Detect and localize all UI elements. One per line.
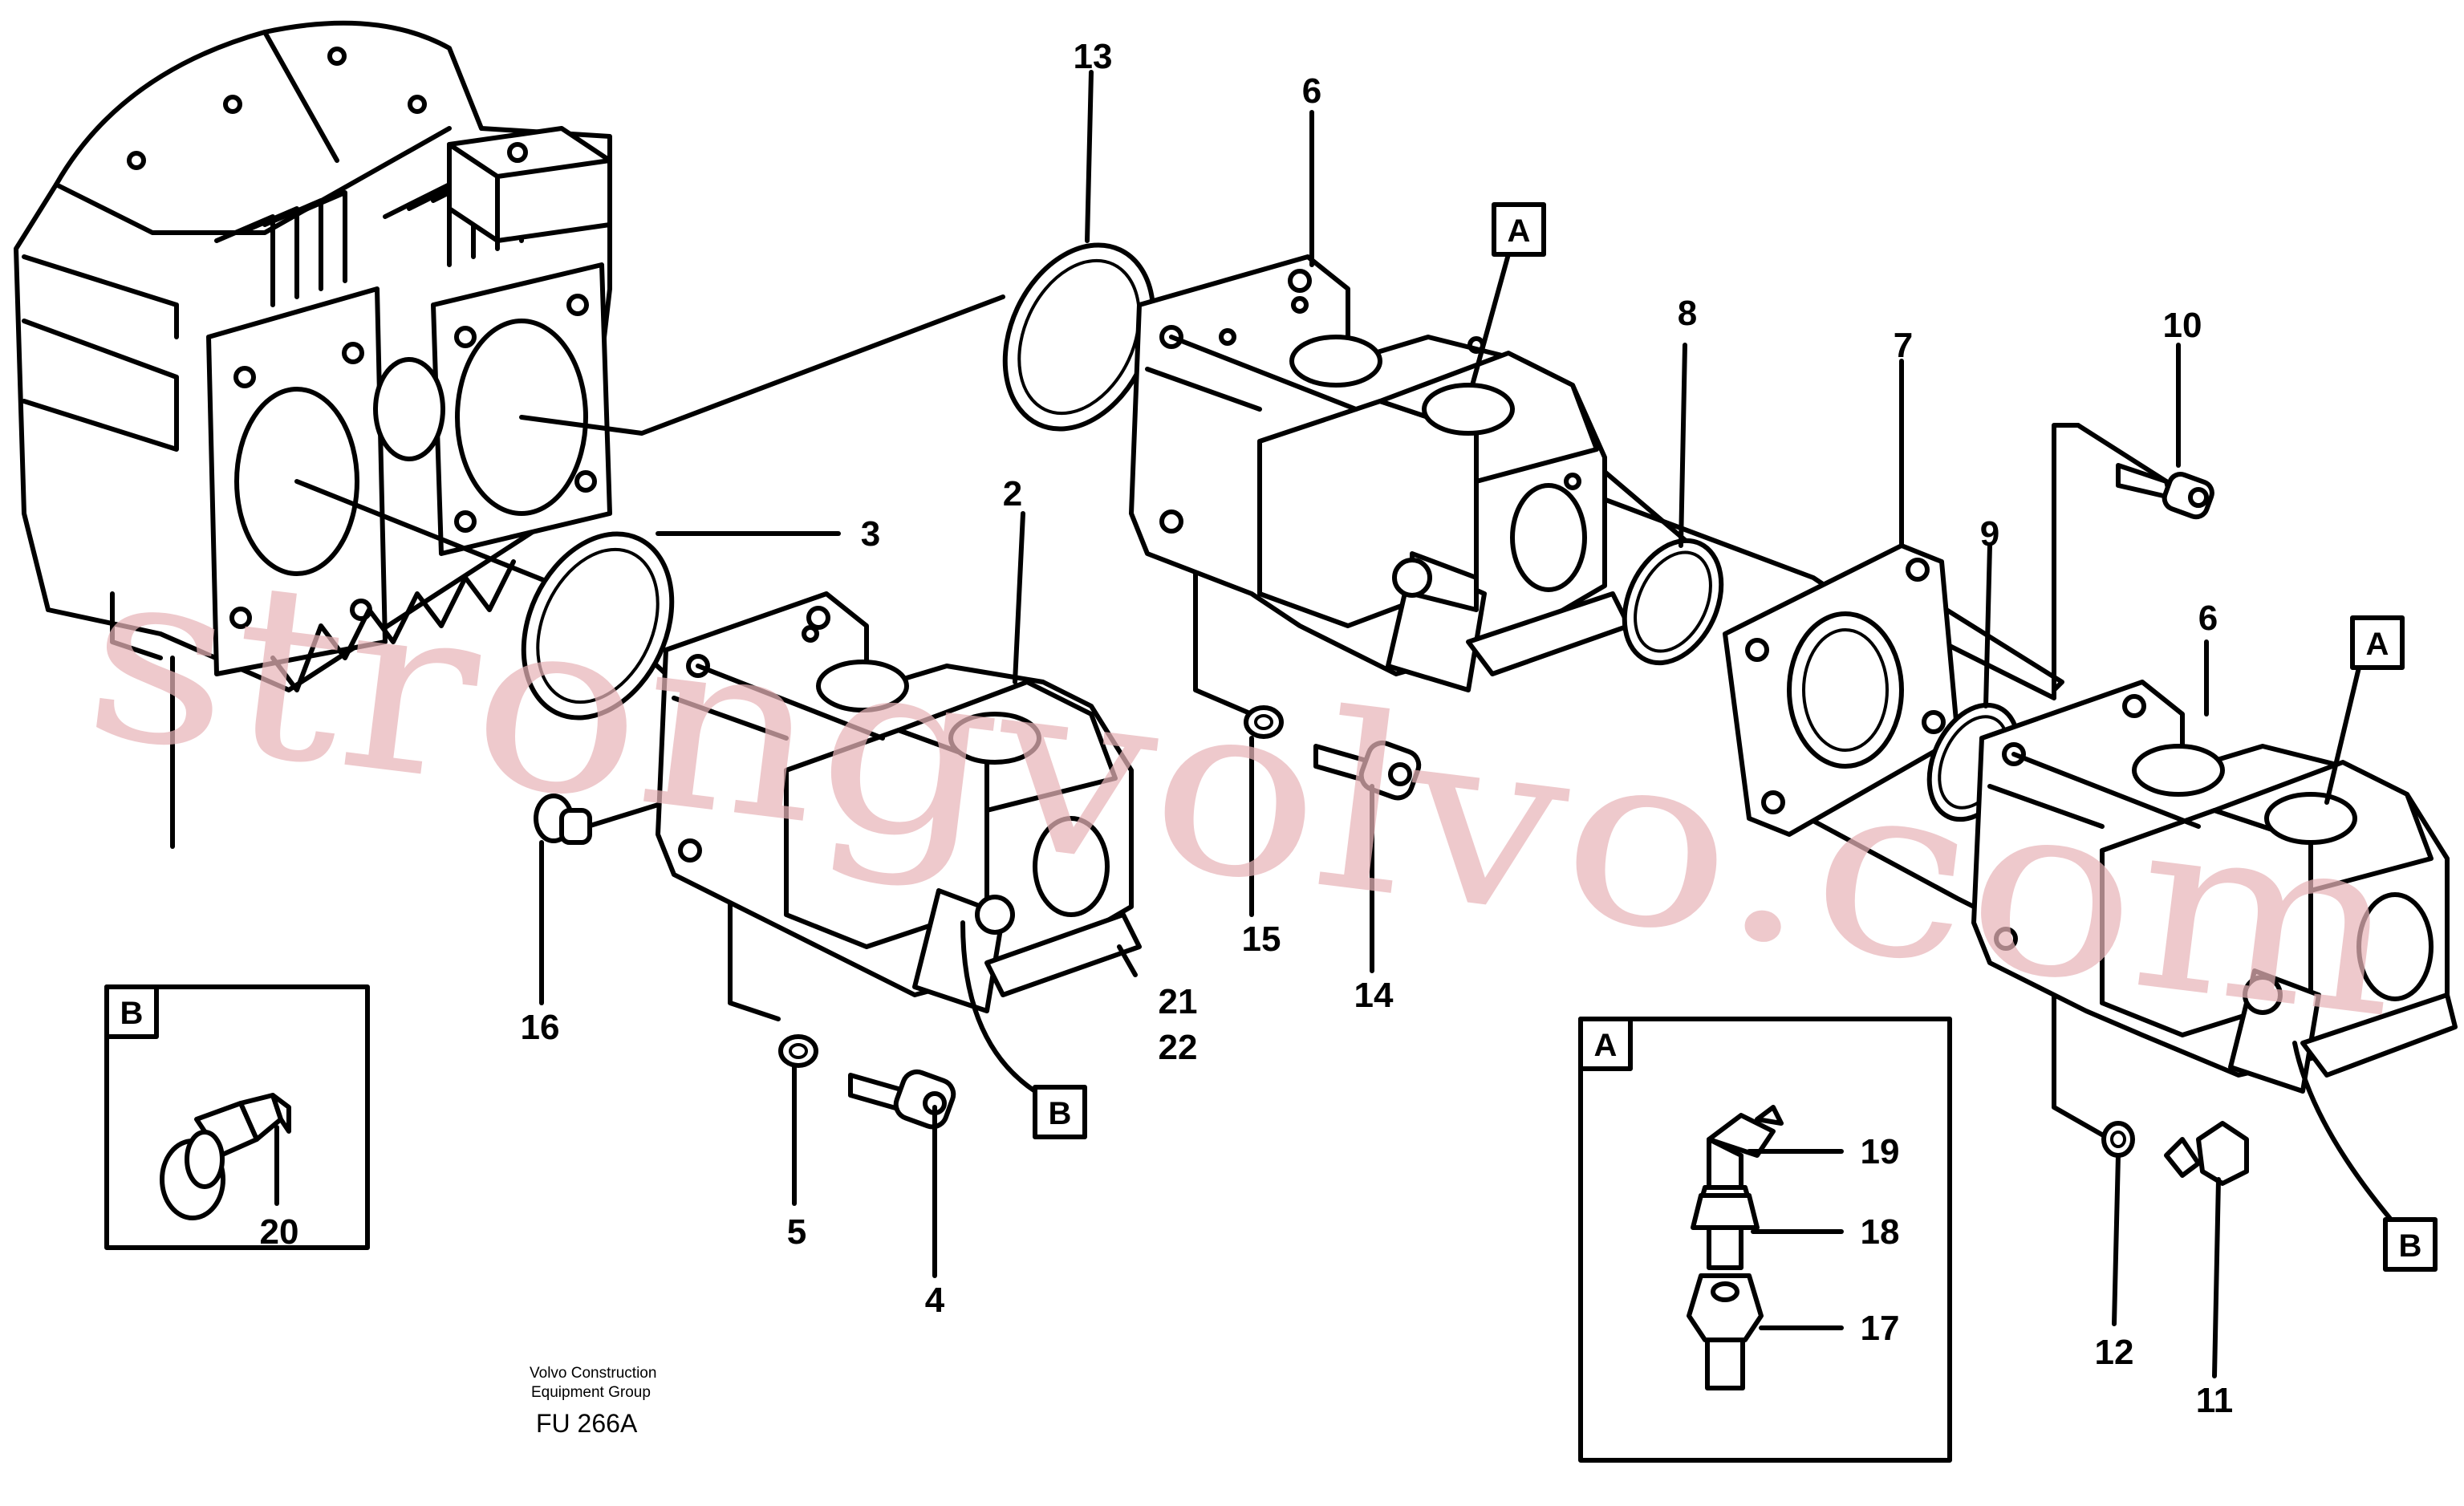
washer-15 [1244,705,1284,739]
label-8: 8 [1678,294,1697,333]
label-21: 21 [1159,982,1198,1021]
o-ring-13 [1002,242,1156,432]
hydraulic-pump-6-right [1971,680,2458,1094]
screw-10 [2116,463,2214,520]
inset-box-b [104,984,370,1250]
fitting-20 [160,1093,291,1220]
marker-b-mid: B [960,920,1087,1139]
nipple-18 [1691,1193,1760,1270]
label-4: 4 [925,1281,945,1320]
marker-b-right: B [2292,1041,2438,1272]
leader-lines [539,70,2221,1378]
label-3: 3 [861,514,880,554]
label-19: 19 [1861,1132,1900,1171]
label-14: 14 [1354,976,1394,1015]
gearbox-housing [14,20,612,692]
footer: Volvo Construction Equipment Group FU 26… [530,1365,656,1438]
screw-4 [848,1069,956,1130]
adapter-plate-7 [1723,543,1960,837]
label-6-top: 6 [1302,71,1321,111]
label-15: 15 [1242,919,1281,959]
marker-a-right: A [2324,615,2405,805]
label-20: 20 [260,1212,299,1252]
marker-a-top-text: A [1508,213,1531,249]
footer-line1: Volvo Construction [530,1365,656,1382]
label-12: 12 [2095,1333,2134,1372]
inset-a-title: A [1594,1028,1618,1063]
label-10: 10 [2163,306,2202,345]
label-13: 13 [1074,37,1113,76]
marker-a-right-text: A [2366,627,2389,662]
label-18: 18 [1861,1212,1900,1252]
marker-b-right-text: B [2399,1228,2422,1264]
label-5: 5 [787,1212,806,1252]
label-2: 2 [1003,474,1022,514]
marker-b-mid-text: B [1049,1096,1072,1131]
hydraulic-pump-2 [656,591,1142,1013]
hydraulic-pump-6-top [1129,254,1631,692]
plug-16 [534,794,592,845]
screw-11 [2164,1121,2249,1186]
footer-line2: Equipment Group [531,1384,651,1401]
part-labels: 13 6 8 7 10 2 3 9 6 15 14 21 22 16 5 4 2… [260,37,2234,1420]
label-11: 11 [2196,1381,2234,1420]
inset-box-a [1578,1017,1952,1463]
label-16: 16 [521,1008,560,1047]
connector-17 [1687,1273,1764,1390]
label-17: 17 [1861,1309,1900,1348]
washer-5 [778,1034,818,1068]
watermark-text: strongvolvo.com [73,510,2417,1072]
o-ring-3 [521,531,675,721]
footer-code: FU 266A [536,1409,638,1438]
label-6-right: 6 [2198,599,2218,638]
label-9: 9 [1980,514,1999,554]
washer-12 [2101,1121,2135,1158]
marker-a-top: A [1470,202,1546,388]
inset-b-title: B [120,996,144,1031]
o-ring-8 [1622,538,1724,666]
label-7: 7 [1894,326,1913,365]
label-22: 22 [1159,1028,1198,1067]
screw-14 [1313,740,1422,801]
